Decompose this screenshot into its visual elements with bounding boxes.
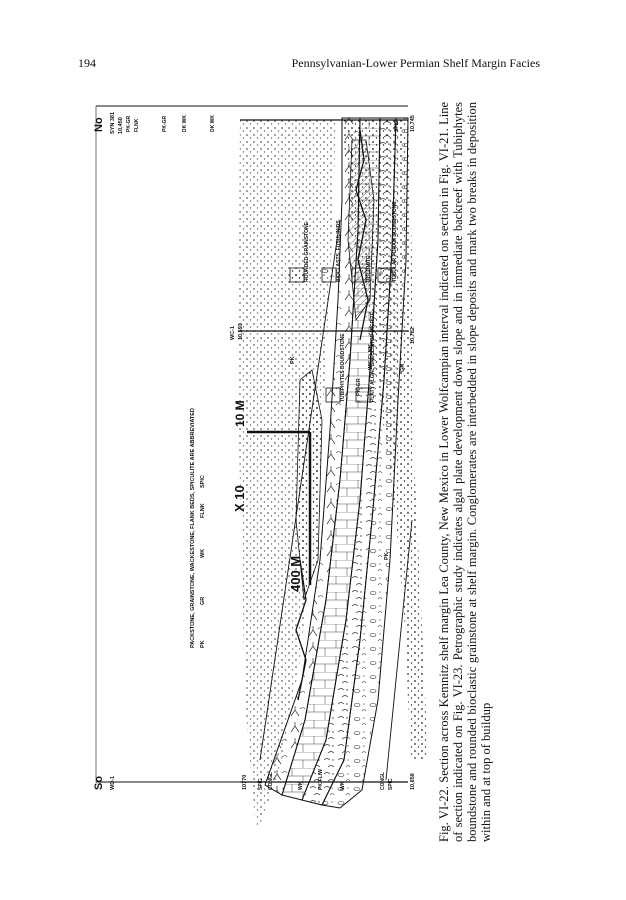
abbreviation-code: PK bbox=[200, 640, 206, 648]
vertical-scale-label: 10 M bbox=[233, 400, 247, 427]
legend-label: DOLOMITE bbox=[366, 255, 372, 282]
legend-label: TUBIPHYTES BOUNDSTONE bbox=[340, 333, 346, 402]
abbreviation-code: WK bbox=[200, 549, 206, 558]
right-unit-label: PK-GR bbox=[126, 116, 132, 133]
north-end-label: No bbox=[93, 117, 105, 132]
inline-label: GR bbox=[400, 364, 406, 372]
legend-label: BIOCLASTS, FUSULINIDS bbox=[336, 220, 342, 282]
left-unit-label: WK bbox=[298, 781, 304, 790]
well-top-wc1: 10,593 bbox=[238, 323, 244, 340]
well-top-wd1: 10770 bbox=[242, 775, 248, 790]
left-unit-label: CONGL bbox=[380, 772, 386, 790]
abbreviation-code: FLNK bbox=[200, 503, 206, 518]
well-name-syn381: SYN 381 bbox=[110, 112, 116, 134]
abbreviation-note-text: PACKSTONE, GRAINSTONE, WACKESTONE, FLANK… bbox=[190, 408, 196, 648]
left-unit-label: PK-FL/W bbox=[318, 769, 324, 790]
well-top-syn381: 10,450 bbox=[118, 117, 124, 134]
abbreviation-code: GR bbox=[200, 597, 206, 605]
well-name-wc1: WC-1 bbox=[230, 326, 236, 340]
abbreviation-note: PACKSTONE, GRAINSTONE, WACKESTONE, FLANK… bbox=[190, 408, 206, 648]
abbreviation-code: SPIC bbox=[200, 475, 206, 488]
inline-label: PK bbox=[290, 356, 296, 364]
cross-section-graphic bbox=[238, 118, 428, 830]
inline-label: PK bbox=[384, 552, 390, 560]
right-unit-label: DK WK bbox=[210, 115, 216, 132]
right-unit-label: SPIC bbox=[394, 120, 400, 132]
well-name-wd1: WD-1 bbox=[110, 776, 116, 790]
legend-label: PLATY ALGAL BRECCIATED MICRITE bbox=[370, 311, 376, 402]
figure-caption-text: Fig. VI-22. Section across Kemnitz shelf… bbox=[437, 102, 493, 842]
exaggeration-label: X 10 bbox=[232, 485, 247, 512]
left-unit-label: WK bbox=[340, 781, 346, 790]
well-bottom-syn381: 10,745 bbox=[410, 115, 416, 132]
right-unit-label: PK-GR bbox=[162, 116, 168, 133]
well-bottom-wc1: 10,782 bbox=[410, 327, 416, 344]
right-unit-label: DK WK bbox=[182, 115, 188, 132]
left-unit-label: SPIC bbox=[388, 778, 394, 790]
horizontal-scale-label: 400 M bbox=[288, 556, 303, 592]
south-end-label: So bbox=[93, 776, 105, 790]
left-unit-label: CONGL bbox=[268, 772, 274, 790]
right-unit-label: FLNK bbox=[134, 118, 140, 132]
well-bottom-wd1: 10,858 bbox=[410, 773, 416, 790]
legend-label: TUBULAR FORAM BOUNDSTONE bbox=[392, 201, 398, 282]
left-unit-label: SPIC bbox=[258, 778, 264, 790]
legend-label: ROUNDED GRAINSTONE bbox=[304, 221, 310, 282]
